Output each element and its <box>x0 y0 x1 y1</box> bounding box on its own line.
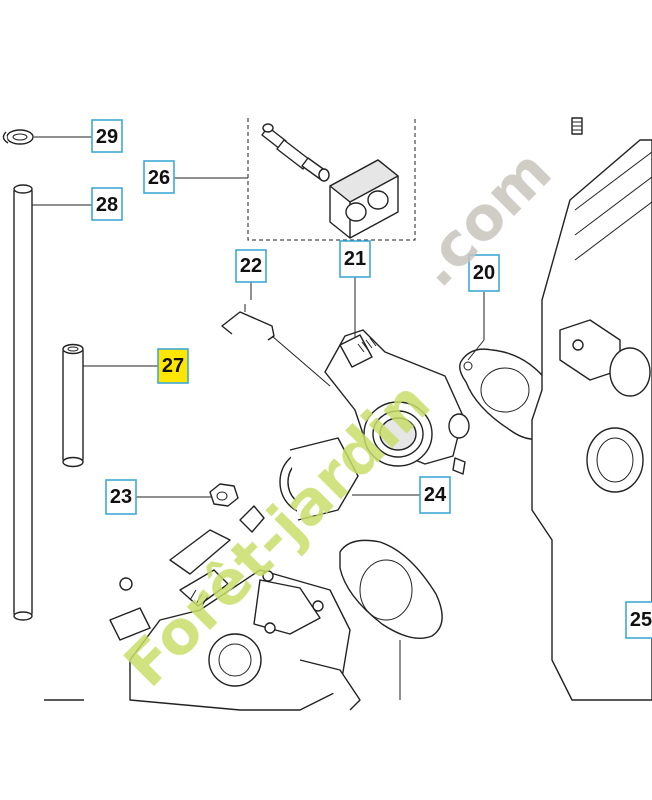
short-hose-part <box>62 343 84 468</box>
long-fuel-hose-part <box>13 184 33 621</box>
svg-text:29: 29 <box>96 126 118 148</box>
callout-21: 21 <box>339 240 371 278</box>
spacer-ring-part <box>279 437 359 521</box>
kit-dashed-box <box>247 118 416 241</box>
callout-27: 27 <box>157 348 189 384</box>
svg-text:28: 28 <box>96 194 118 216</box>
svg-text:22: 22 <box>240 255 262 277</box>
callout-26: 26 <box>143 160 175 194</box>
callout-22: 22 <box>235 249 267 283</box>
callout-20: 20 <box>468 254 500 292</box>
carburetor-part <box>44 505 361 711</box>
svg-text:27: 27 <box>162 355 184 377</box>
svg-text:26: 26 <box>148 167 170 189</box>
callout-29: 29 <box>91 119 123 153</box>
svg-text:20: 20 <box>473 262 495 284</box>
carb-gasket-part <box>339 539 443 639</box>
svg-text:23: 23 <box>110 486 132 508</box>
svg-text:24: 24 <box>424 484 447 506</box>
throttle-wire-part <box>221 311 275 341</box>
holder-block-part <box>329 159 399 239</box>
intake-manifold-part <box>324 329 470 475</box>
leader-lines <box>32 136 485 700</box>
svg-text:25: 25 <box>630 609 652 631</box>
engine-cylinder-part <box>531 117 652 701</box>
callout-28: 28 <box>91 187 123 221</box>
hose-clamp-part <box>2 129 34 145</box>
callout-23: 23 <box>105 479 137 515</box>
callout-24: 24 <box>419 476 451 514</box>
nut-part <box>209 483 239 507</box>
svg-text:21: 21 <box>344 248 366 270</box>
fuel-nipple-part <box>261 123 330 182</box>
callout-25: 25 <box>625 601 652 639</box>
